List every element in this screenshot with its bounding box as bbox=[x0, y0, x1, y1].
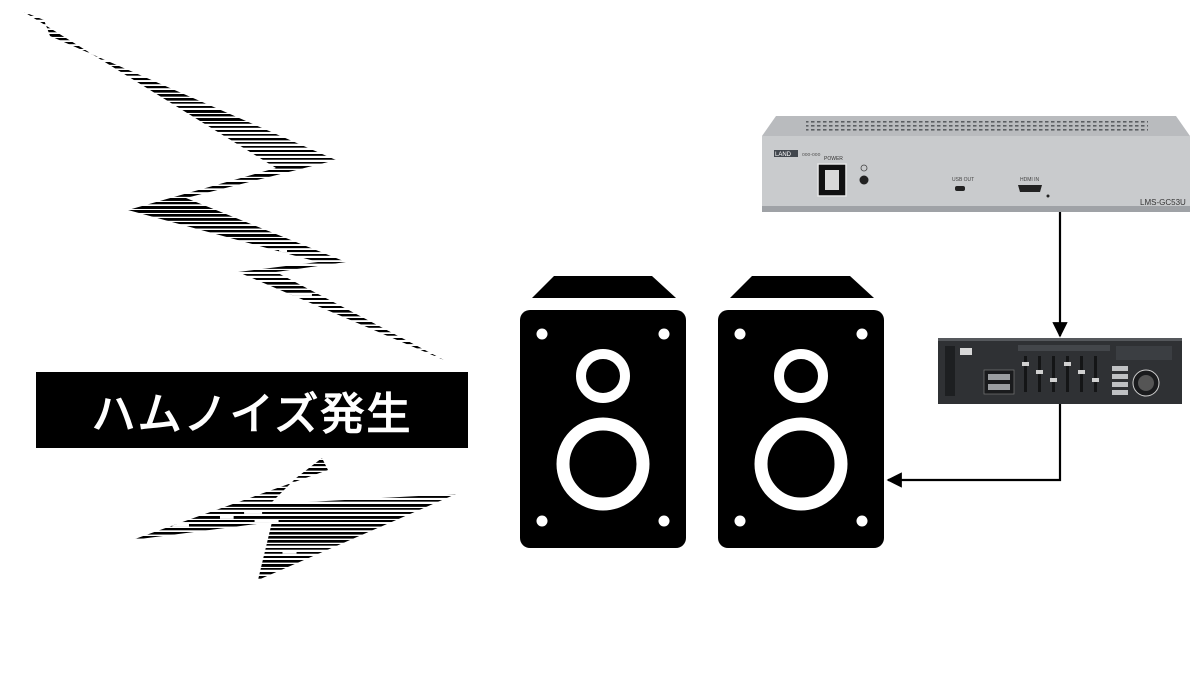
speaker-left-icon bbox=[520, 276, 686, 548]
speaker-right-icon bbox=[718, 276, 884, 548]
power-label: POWER bbox=[824, 156, 843, 162]
banner-text: ハムノイズ発生 bbox=[91, 389, 413, 440]
connection-arrow-mixer-to-speaker bbox=[886, 404, 1062, 488]
device-brand: LAND bbox=[775, 152, 792, 158]
device-brand-sub: ooo-ooo bbox=[802, 152, 821, 158]
mixer-amplifier bbox=[938, 338, 1182, 404]
device-model: LMS-GC53U bbox=[1140, 198, 1186, 207]
hdmi-label: HDMI IN bbox=[1020, 177, 1040, 183]
hum-noise-banner: ハムノイズ発生 bbox=[36, 372, 468, 448]
usb-label: USB OUT bbox=[952, 177, 974, 183]
usb-port[interactable] bbox=[955, 186, 965, 191]
capture-device: LAND ooo-ooo POWER USB OUT HDMI IN LMS-G… bbox=[762, 116, 1190, 212]
hdmi-port[interactable] bbox=[1018, 185, 1042, 192]
